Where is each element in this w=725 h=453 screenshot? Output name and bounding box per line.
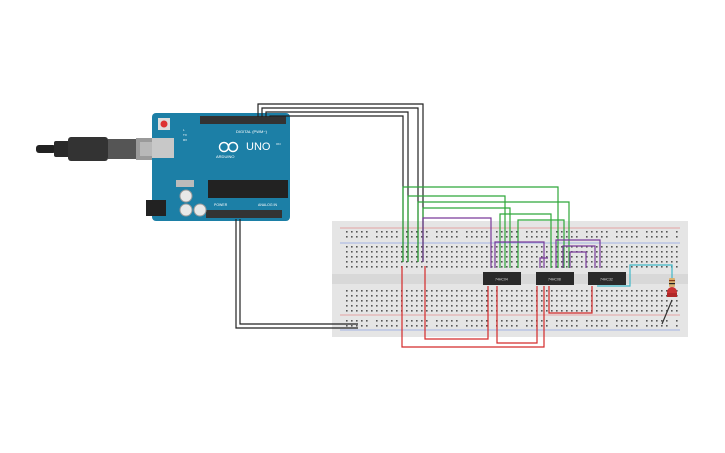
chip-74hc08[interactable]: 74HC08 (536, 272, 574, 285)
breadboard-holes (346, 231, 678, 327)
power-jack (146, 200, 166, 216)
chip-label: 74HC08 (548, 278, 561, 282)
model-label: UNO (246, 141, 271, 153)
tx-label: TX (183, 133, 187, 137)
usb-cable-icon[interactable] (36, 137, 164, 161)
power-label: POWER (214, 203, 228, 207)
analog-header (206, 210, 282, 218)
brand-label: ARDUINO (216, 154, 234, 159)
microcontroller-chip (208, 180, 288, 198)
chip-label: 74HC32 (600, 278, 613, 282)
cyan-wire[interactable] (597, 264, 673, 287)
chip-74hc04[interactable]: 74HC04 (483, 272, 521, 285)
rx-label: RX (183, 138, 187, 142)
analog-label: ANALOG IN (258, 203, 278, 207)
led-lead-wire[interactable] (661, 299, 673, 325)
led-icon[interactable] (667, 287, 677, 297)
resistor-icon[interactable] (669, 278, 675, 287)
purple-wires[interactable] (422, 217, 601, 268)
l-label: L (183, 128, 185, 132)
on-label: ON (276, 142, 281, 146)
arduino-logo-icon (218, 141, 239, 153)
usb-port (152, 138, 174, 158)
chip-label: 74HC04 (495, 278, 508, 282)
arduino-uno-board[interactable]: UNO ARDUINO DIGITAL (PWM~) POWER ANALOG … (146, 113, 290, 221)
digital-label: DIGITAL (PWM~) (236, 129, 268, 134)
red-wires[interactable] (401, 266, 593, 348)
chip-74hc32[interactable]: 74HC32 (588, 272, 626, 285)
digital-header (200, 116, 286, 124)
